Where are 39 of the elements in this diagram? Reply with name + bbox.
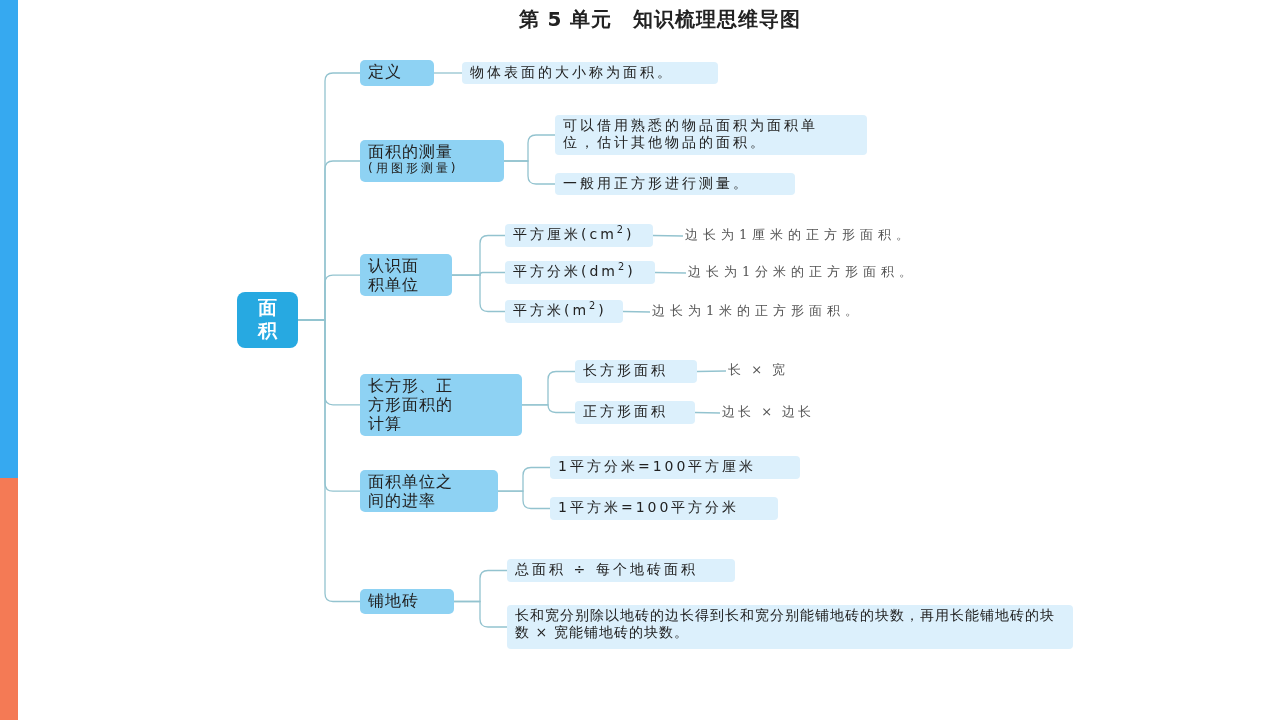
connector-line <box>453 600 508 628</box>
topic-note: (用图形测量) <box>368 161 460 176</box>
topic-box: 面积单位之间的进率 <box>360 470 498 513</box>
subtopic-box: 平方厘米(cm$^{2}$) <box>505 224 653 247</box>
connector-line <box>297 319 361 603</box>
topic-box: 长方形、正方形面积的计算 <box>360 374 522 436</box>
note-text: 长 × 宽 <box>726 362 791 380</box>
subtopic-box: 一般用正方形进行测量。 <box>555 173 795 195</box>
topic-text: 面积的测量 <box>368 142 454 162</box>
subtopic-box: 长方形面积 <box>575 360 697 383</box>
subtopic-box: 可以借用熟悉的物品面积为面积单位，估计其他物品的面积。 <box>555 115 867 155</box>
connector-line <box>654 271 687 274</box>
connector-line <box>497 490 551 510</box>
subtopic-box: 总面积 ÷ 每个地砖面积 <box>507 559 735 582</box>
connector-line <box>433 72 463 74</box>
topic-box <box>360 140 504 182</box>
central-topic-box: 面积 <box>237 292 298 348</box>
connector-line <box>652 234 684 237</box>
topic-box: 认识面积单位 <box>360 254 452 297</box>
subtopic-box: 长和宽分别除以地砖的边长得到长和宽分别能铺地砖的块数，再用长能铺地砖的块数 × 宽能铺地砖的块数。 <box>507 605 1073 649</box>
connector-line <box>503 160 556 185</box>
note-text: 边长为1厘米的正方形面积。 <box>683 227 917 245</box>
subtopic-box: 正方形面积 <box>575 401 695 424</box>
connector-line <box>521 404 576 414</box>
note-text: 边长为1米的正方形面积。 <box>650 303 866 321</box>
connector-line <box>694 411 721 414</box>
topic-box: 定义 <box>360 60 434 86</box>
connector-line <box>451 274 506 313</box>
subtopic-box: 1平方分米=100平方厘米 <box>550 456 800 479</box>
topic-box: 铺地砖 <box>360 589 454 614</box>
note-text: 边长为1分米的正方形面积。 <box>686 264 920 282</box>
subtopic-box: 1平方米=100平方分米 <box>550 497 778 520</box>
subtopic-box: 物体表面的大小称为面积。 <box>462 62 718 84</box>
subtopic-box: 平方米(m$^{2}$) <box>505 300 623 323</box>
subtopic-box: 平方分米(dm$^{2}$) <box>505 261 655 284</box>
connector-line <box>696 370 727 373</box>
connector-line <box>622 310 651 313</box>
diagram-title: 第 5 单元 知识梳理思维导图 <box>517 6 803 33</box>
note-text: 边长 × 边长 <box>720 404 817 422</box>
